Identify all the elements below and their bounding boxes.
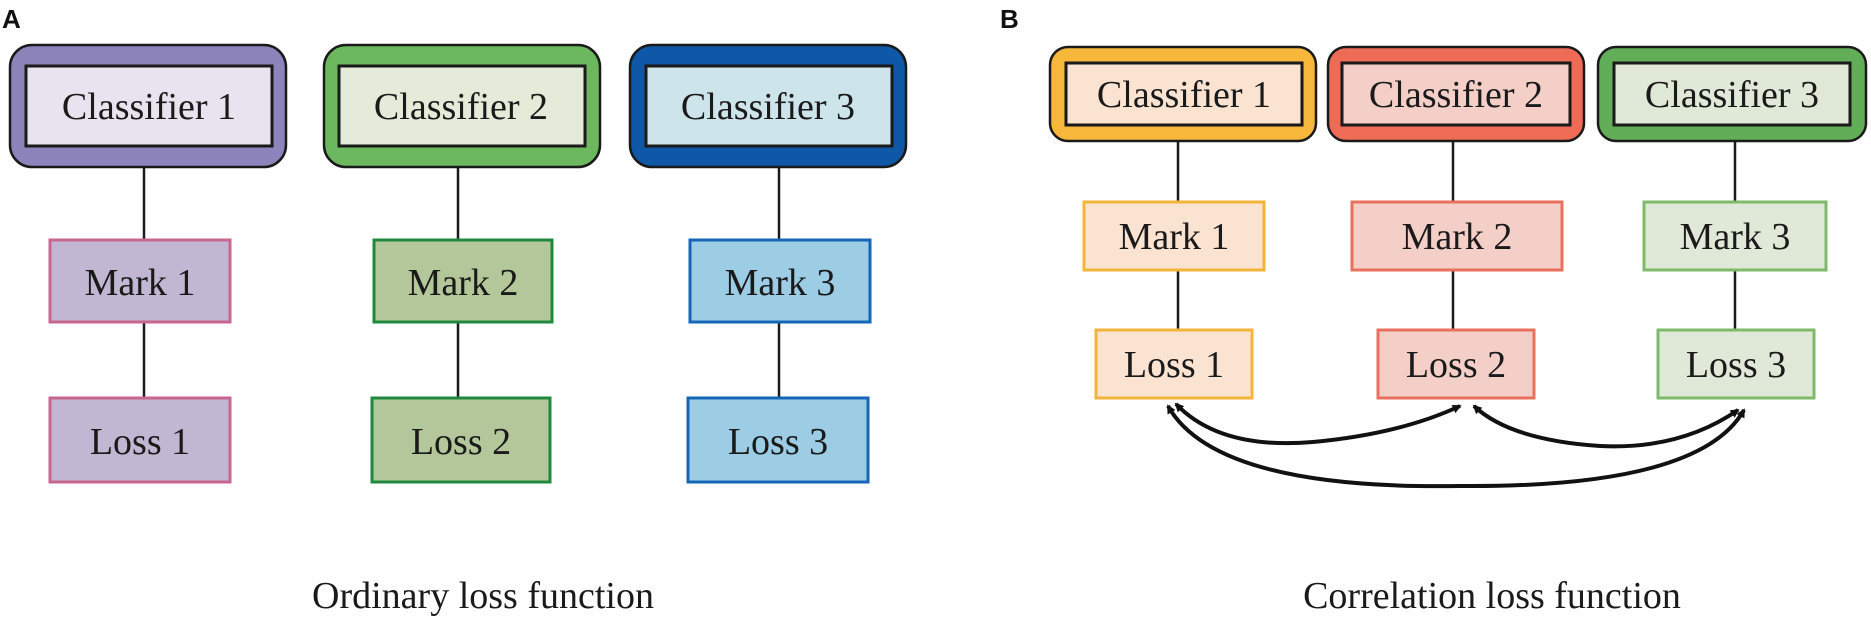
loss-2-label: Loss 2	[1406, 344, 1506, 386]
classifier-3-label: Classifier 3	[1645, 74, 1819, 116]
loss-2-box	[1376, 328, 1536, 400]
loss-3-box	[686, 396, 870, 484]
classifier-3-inner	[644, 64, 894, 148]
mark-3-box	[1642, 200, 1828, 272]
panel-a: Classifier 1 Mark 1 Loss 1 Classifier 2 …	[8, 43, 908, 617]
mark-2-box	[1350, 200, 1564, 272]
classifier-1-label: Classifier 1	[62, 86, 236, 128]
panel-a-column-2: Classifier 2 Mark 2 Loss 2	[322, 43, 602, 484]
panel-b: Classifier 1 Mark 1 Loss 1 Classifier 2 …	[1048, 45, 1868, 617]
mark-2-label: Mark 2	[1402, 216, 1513, 258]
panel-a-letter: A	[2, 4, 21, 34]
arrow-loss2-loss3	[1472, 404, 1740, 449]
arrow-loss1-loss3	[1166, 404, 1746, 489]
loss-2-label: Loss 2	[411, 421, 511, 463]
loss-2-box	[370, 396, 552, 484]
panel-a-column-3: Classifier 3 Mark 3 Loss 3	[628, 43, 908, 484]
classifier-2-label: Classifier 2	[374, 86, 548, 128]
classifier-2-inner	[1340, 61, 1572, 127]
loss-3-label: Loss 3	[728, 421, 828, 463]
mark-3-label: Mark 3	[725, 262, 836, 304]
classifier-1-inner	[24, 64, 274, 148]
mark-1-label: Mark 1	[1119, 216, 1230, 258]
classifier-3-inner	[1612, 61, 1852, 127]
panel-b-column-3: Classifier 3 Mark 3 Loss 3	[1596, 45, 1868, 400]
panel-b-column-2: Classifier 2 Mark 2 Loss 2	[1326, 45, 1586, 400]
mark-1-box	[48, 238, 232, 324]
loss-3-label: Loss 3	[1686, 344, 1786, 386]
classifier-3-label: Classifier 3	[681, 86, 855, 128]
loss-1-box	[1094, 328, 1254, 400]
arrow-loss1-loss2	[1174, 402, 1462, 446]
mark-3-label: Mark 3	[1680, 216, 1791, 258]
loss-3-box	[1656, 328, 1816, 400]
classifier-1-inner	[1064, 61, 1304, 127]
panel-a-column-1: Classifier 1 Mark 1 Loss 1	[8, 43, 288, 484]
mark-1-label: Mark 1	[85, 262, 196, 304]
classifier-2-inner	[337, 64, 587, 148]
loss-1-label: Loss 1	[90, 421, 190, 463]
panel-b-caption: Correlation loss function	[1303, 575, 1681, 617]
panel-b-letter: B	[1000, 4, 1019, 34]
classifier-2-label: Classifier 2	[1369, 74, 1543, 116]
panel-b-column-1: Classifier 1 Mark 1 Loss 1	[1048, 45, 1318, 400]
loss-1-label: Loss 1	[1124, 344, 1224, 386]
mark-1-box	[1082, 200, 1266, 272]
mark-2-label: Mark 2	[408, 262, 519, 304]
mark-3-box	[688, 238, 872, 324]
classifier-1-label: Classifier 1	[1097, 74, 1271, 116]
loss-1-box	[48, 396, 232, 484]
mark-2-box	[372, 238, 554, 324]
panel-a-caption: Ordinary loss function	[312, 575, 654, 617]
